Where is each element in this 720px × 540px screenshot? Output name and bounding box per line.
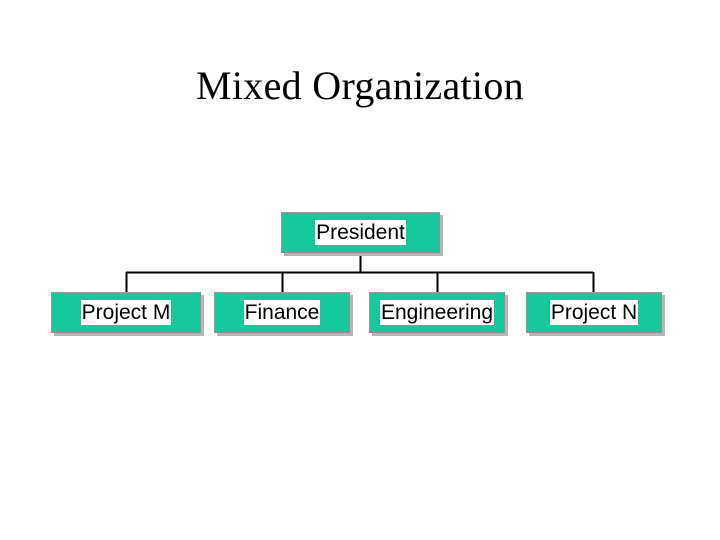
page-title: Mixed Organization <box>196 63 524 108</box>
org-node-label: President <box>315 220 406 245</box>
org-node-label: Finance <box>243 300 321 325</box>
org-node-label: Engineering <box>379 300 495 325</box>
org-node-label: Project N <box>549 300 639 325</box>
org-node-project-n[interactable]: Project N <box>526 292 662 333</box>
org-node-project-m[interactable]: Project M <box>51 292 201 333</box>
org-node-finance[interactable]: Finance <box>214 292 350 333</box>
org-node-label: Project M <box>80 300 172 325</box>
org-node-engineering[interactable]: Engineering <box>369 292 505 333</box>
org-node-president[interactable]: President <box>281 212 440 253</box>
